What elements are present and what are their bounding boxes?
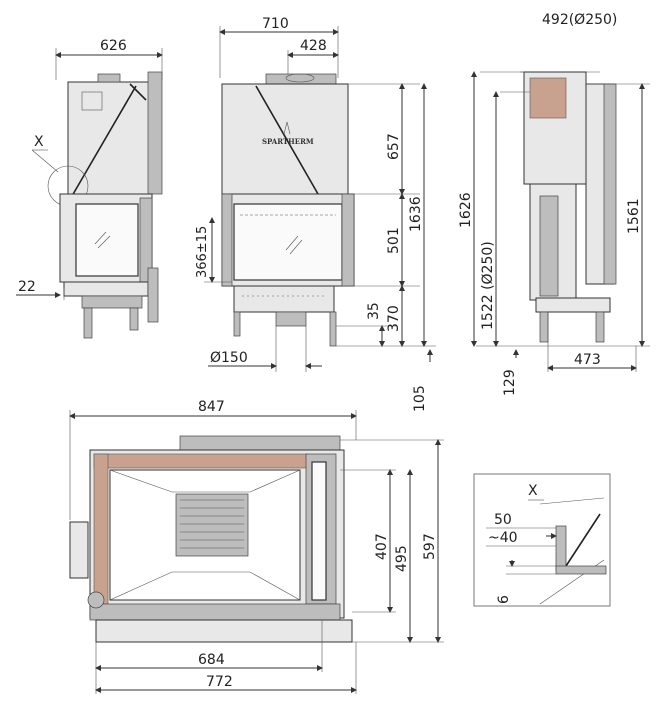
side-duct-height-dim: 1522 (Ø250): [480, 241, 496, 330]
center-width-dim: 710: [262, 16, 289, 32]
brand-logo-text: SPARTHERM: [262, 137, 314, 146]
plan-depth-3-dim: 597: [422, 533, 438, 560]
side-depth-dim: 473: [574, 352, 601, 368]
side-total-height-dim: 1626: [458, 192, 474, 228]
foot-height-dim: 105: [412, 385, 428, 412]
base-height-dim: 370: [386, 305, 402, 332]
detail-view: X 50 ~40 6: [473, 473, 611, 607]
detail-dim-50: 50: [494, 512, 512, 528]
detail-dim-40: ~40: [488, 530, 518, 546]
plan-depth-1-dim: 407: [374, 533, 390, 560]
plan-depth-2-dim: 495: [394, 545, 410, 572]
detail-dim-6: 6: [496, 595, 512, 604]
glass-height-dim: 501: [386, 227, 402, 254]
plan-total-width-dim: 847: [198, 399, 225, 415]
detail-label-x: X: [528, 483, 538, 499]
bottom-gap-dim: 35: [366, 302, 382, 320]
plan-inner-width-dim: 684: [198, 652, 225, 668]
duct-diameter-dim: Ø150: [210, 350, 248, 366]
side-foot-dim: 129: [502, 369, 518, 396]
center-half-width-dim: 428: [300, 38, 327, 54]
plan-view: 847 684 772 407: [69, 399, 444, 694]
front-offset-dim: 22: [18, 279, 36, 295]
side-right-height-dim: 1561: [626, 198, 642, 234]
front-view: 626 X 22: [16, 38, 163, 339]
door-height-dim: 366±15: [195, 226, 210, 278]
center-view: 710 428 SPARTHERM 366±15: [195, 16, 436, 412]
front-width-dim: 626: [100, 38, 127, 54]
upper-height-dim: 657: [386, 133, 402, 160]
side-view: 492(Ø250) 1626 1522 (Ø250) 1561 473 129: [458, 12, 650, 396]
detail-marker-x: X: [34, 134, 44, 150]
side-top-label: 492(Ø250): [542, 12, 617, 28]
plan-outer-width-dim: 772: [206, 674, 233, 690]
total-height-dim: 1636: [408, 196, 424, 232]
